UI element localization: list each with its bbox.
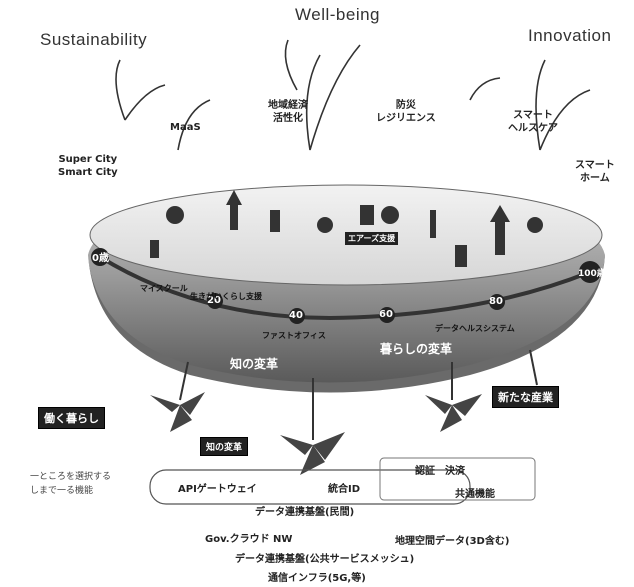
reform-life: 暮らしの変革 [380, 342, 453, 356]
data-link-private: データ連携基盤(民間) [255, 507, 355, 518]
label-super-city: Super City Smart City [58, 154, 118, 178]
spatial-data: 地理空間データ(3D含む) [395, 536, 510, 547]
caption-data-health: データヘルスシステム [435, 324, 515, 333]
reform-knowledge: 知の変革 [230, 357, 279, 371]
label-smart-home: スマート ホーム [575, 160, 615, 184]
reform-industry: 産業の変革 [340, 402, 401, 416]
comm-infra: 通信インフラ(5G,等) [268, 573, 366, 584]
reform-new-industry: 新たな産業 [492, 386, 559, 408]
timeline-age-100: 100歳 [578, 269, 606, 279]
timeline-age-60: 60 [379, 309, 393, 320]
roots [179, 349, 538, 440]
data-mesh: データ連携基盤(公共サービスメッシュ) [235, 554, 415, 565]
gov-cloud: Gov.クラウド NW [205, 534, 293, 545]
common-functions: 共通機能 [455, 489, 495, 500]
heading-wellbeing: Well-being [295, 5, 381, 24]
auth-payment: 認証 決済 [415, 466, 465, 477]
heading-innovation: Innovation [528, 26, 612, 45]
timeline-end-dot [579, 261, 601, 283]
heading-sustainability: Sustainability [40, 30, 148, 49]
reform-work-life: 働く暮らし [38, 407, 105, 429]
foundation-left-note: 一ところを選択する しまで一る機能 [30, 472, 112, 497]
label-local-economy: 地域経済 活性化 [268, 100, 308, 124]
api-gateway: APIゲートウェイ [178, 484, 257, 495]
auth-panel [379, 457, 536, 501]
caption-fast-office: ファストオフィス [262, 331, 326, 340]
timeline-start-dot [91, 248, 109, 266]
label-smart-healthcare: スマート ヘルスケア [508, 110, 558, 134]
caption-myschool: マイスクール [140, 284, 188, 293]
label-maas: MaaS [170, 122, 201, 133]
timeline-age-40: 40 [289, 310, 303, 321]
timeline-age-20: 20 [207, 295, 221, 306]
timeline-track [98, 255, 591, 321]
caption-air-support: エアーズ支援 [345, 232, 399, 245]
caption-lifestyle: 生きがいくらし支援 [190, 292, 262, 301]
label-disaster-resilience: 防災 レジリエンス [376, 100, 436, 124]
propellers [150, 392, 482, 475]
city-icons [150, 190, 543, 267]
unified-id: 統合ID [328, 484, 361, 495]
foundation-panel [149, 469, 471, 505]
timeline-start-label: 0歳 [92, 253, 109, 264]
reform-knowledge-sub: 知の変革 [200, 437, 249, 456]
tree-branches [115, 39, 591, 151]
timeline-age-80: 80 [489, 296, 503, 307]
